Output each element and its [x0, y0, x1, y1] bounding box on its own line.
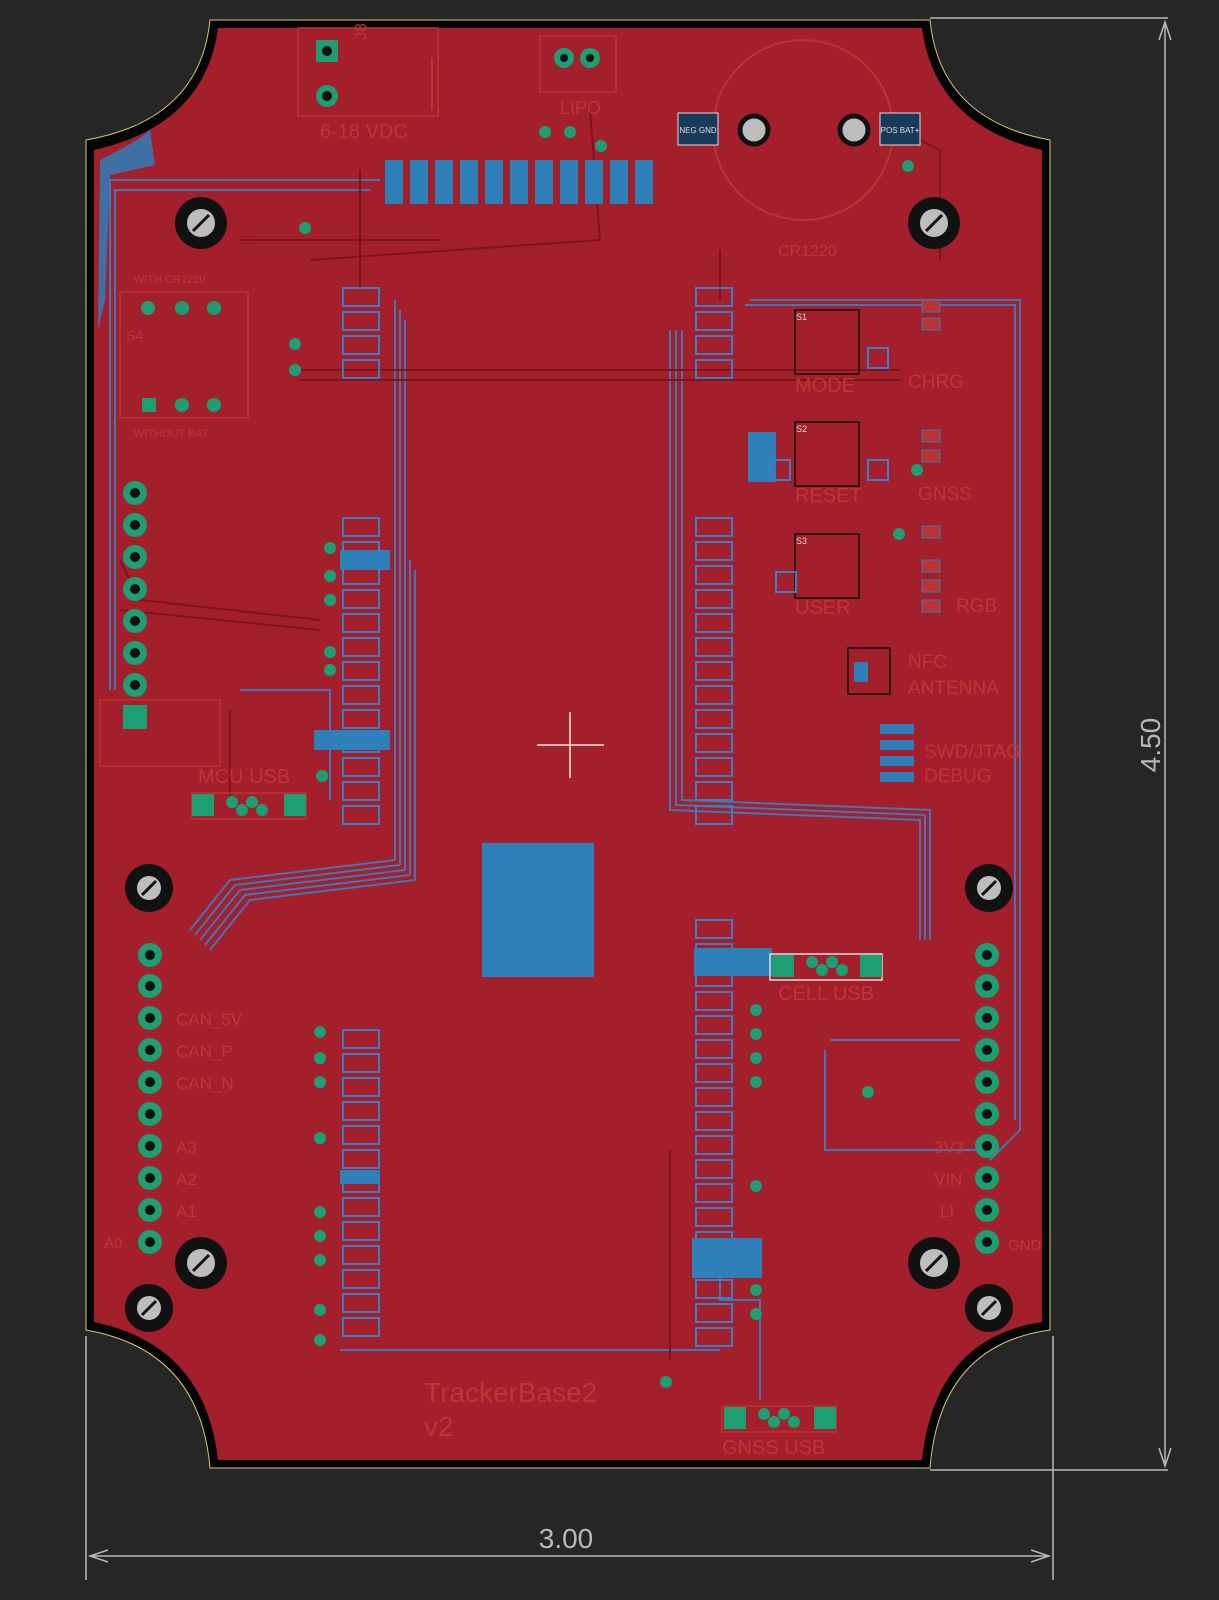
a3-label: A3 — [176, 1138, 197, 1157]
bottom-copper-edge — [98, 130, 155, 330]
left-module-filled-pads — [314, 550, 390, 1184]
copper-pour-top — [94, 28, 1042, 1460]
left-upper-header-pins — [99, 481, 221, 767]
mount-hole-br2 — [965, 1284, 1013, 1332]
s2-label: S2 — [796, 424, 807, 434]
mounting-holes — [125, 197, 1013, 1332]
rgb-label: RGB — [956, 596, 997, 617]
3v3-label: 3V3 — [934, 1138, 964, 1157]
right-header-holes — [982, 950, 992, 1247]
led-pads — [921, 299, 941, 613]
mount-hole-bl — [175, 1237, 227, 1289]
user-label: USER — [795, 597, 851, 619]
bottom-traces — [109, 179, 1021, 1400]
j8-label: J8 — [353, 23, 370, 40]
board-title: TrackerBase2 — [424, 1377, 597, 1408]
dimension-width — [85, 1336, 1054, 1580]
nfc-connector — [847, 647, 891, 695]
nfc-label: NFC — [908, 652, 947, 673]
can-n-label: CAN_N — [176, 1074, 234, 1093]
li-label: LI — [940, 1202, 954, 1221]
dimension-height-label: 4.50 — [1135, 718, 1166, 773]
s3-label: S3 — [796, 536, 807, 546]
lipo-connector — [539, 35, 617, 93]
with-cr1220-label: WITH CR1220 — [134, 274, 206, 286]
chrg-label: CHRG — [908, 372, 964, 393]
mount-hole-mr — [965, 864, 1013, 912]
dimension-height — [930, 17, 1172, 1471]
left-lower-header-holes — [145, 950, 155, 1247]
battery-select-switch — [119, 291, 249, 419]
pos-bat-label: POS BAT+ — [881, 126, 920, 135]
mode-label: MODE — [795, 375, 855, 397]
right-module-filled-pads — [692, 432, 776, 1278]
a2-label: A2 — [176, 1170, 197, 1189]
switch-pads — [769, 347, 889, 593]
swd-jtag-label: SWD/JTAG — [924, 742, 1021, 763]
can-p-label: CAN_P — [176, 1042, 233, 1061]
mount-hole-br — [908, 1237, 960, 1289]
a1-label: A1 — [176, 1202, 197, 1221]
top-header-pads — [385, 160, 653, 204]
debug-label: DEBUG — [924, 766, 992, 787]
switch-outlines — [794, 309, 860, 599]
gnss-led-label: GNSS — [918, 484, 972, 505]
mcu-usb-label: MCU USB — [198, 766, 290, 788]
neg-gnd-label: NEG GND — [679, 126, 717, 135]
cell-usb-label: CELL USB — [778, 983, 874, 1005]
antenna-label: ANTENNA — [908, 678, 999, 699]
a0-label: A0 — [104, 1235, 122, 1252]
coin-cell-holder — [677, 39, 921, 221]
gnd-label: GND — [1008, 1237, 1042, 1254]
can-5v-label: CAN_5V — [176, 1010, 243, 1029]
s1-label: S1 — [796, 312, 807, 322]
vias — [289, 126, 923, 1388]
mcu-usb-connector — [191, 792, 307, 820]
dimension-width-label: 3.00 — [539, 1523, 594, 1554]
s4-label: S4 — [126, 327, 143, 343]
cell-usb-connector — [769, 953, 883, 981]
vin-label: VIN — [934, 1170, 962, 1189]
gnss-usb-connector — [721, 1405, 837, 1433]
lipo-label: LIPO — [560, 98, 601, 118]
mount-hole-bl2 — [125, 1284, 173, 1332]
reset-label: RESET — [795, 485, 862, 507]
center-crosshair — [537, 712, 604, 778]
power-in-label: 6-18 VDC — [320, 121, 408, 143]
mount-hole-tr — [908, 197, 960, 249]
gnss-usb-label: GNSS USB — [722, 1437, 825, 1459]
board-version: v2 — [424, 1411, 454, 1442]
left-module-pads — [342, 287, 380, 1337]
center-module-chip — [482, 843, 594, 977]
swd-header — [880, 724, 914, 782]
mount-hole-ml — [125, 864, 173, 912]
power-connector-j8 — [297, 27, 439, 117]
mount-hole-tl — [175, 197, 227, 249]
cr1220-label: CR1220 — [778, 243, 837, 260]
without-bat-label: WITHOUT BAT — [134, 428, 209, 440]
